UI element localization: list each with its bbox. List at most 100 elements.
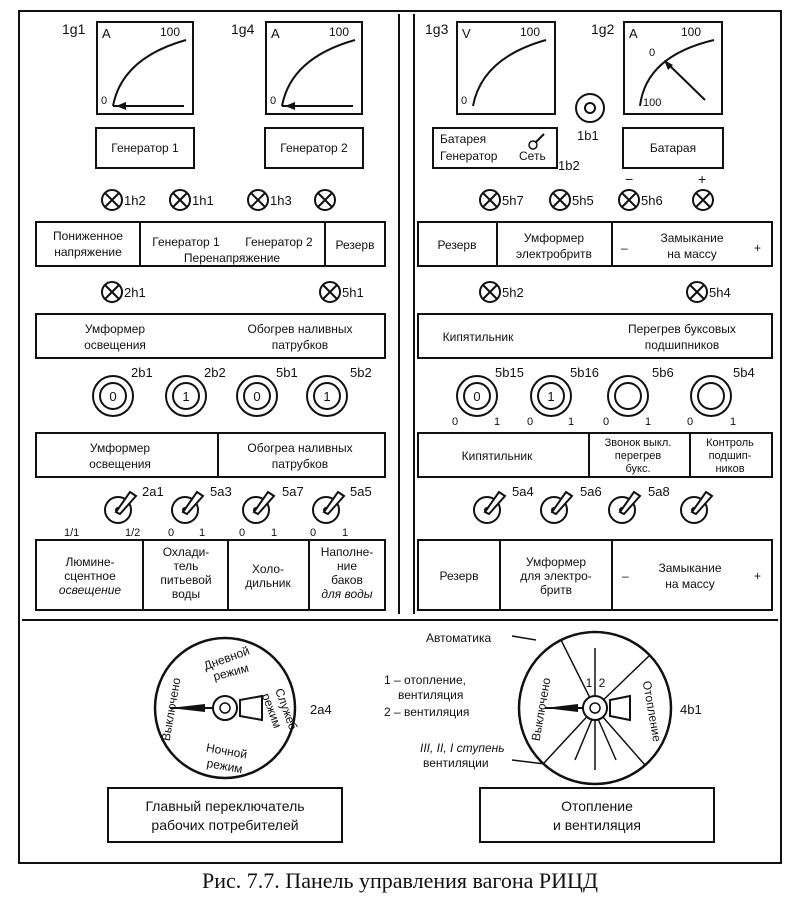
svg-text:ние: ние bbox=[337, 559, 357, 573]
svg-text:+: + bbox=[754, 241, 761, 255]
svg-text:сцентное: сцентное bbox=[64, 569, 116, 583]
button-5b4[interactable]: 5b4 0 1 bbox=[687, 365, 755, 428]
svg-text:на массу: на массу bbox=[665, 577, 715, 591]
toggle-5a4[interactable]: 5a4 bbox=[473, 484, 534, 524]
rotary-switch-2a4[interactable]: Дневной режим Служеб. режим Ночной режим… bbox=[153, 636, 332, 780]
svg-text:Батарея: Батарея bbox=[440, 132, 486, 146]
svg-text:0: 0 bbox=[603, 416, 609, 428]
svg-text:2: 2 bbox=[599, 676, 606, 690]
svg-text:на массу: на массу bbox=[667, 247, 717, 261]
svg-text:III, II, I ступень: III, II, I ступень bbox=[420, 741, 505, 755]
svg-text:подшипников: подшипников bbox=[645, 338, 720, 352]
legend: 1 – отопление, вентиляция 2 – вентиляция… bbox=[384, 631, 546, 770]
svg-text:A: A bbox=[102, 26, 111, 41]
toggle-5a6[interactable]: 5a6 bbox=[540, 484, 602, 524]
band-4-left: Люмине- сцентное освещение Охлади- тель … bbox=[35, 539, 386, 611]
svg-text:−: − bbox=[625, 171, 633, 187]
svg-text:1: 1 bbox=[645, 416, 651, 428]
svg-text:1 – отопление,: 1 – отопление, bbox=[384, 673, 466, 687]
svg-text:100: 100 bbox=[643, 97, 661, 109]
band-4-right: Резерв Умформер для электро- бритв – Зам… bbox=[417, 539, 773, 611]
button-5b2[interactable]: 1 5b2 bbox=[306, 365, 372, 417]
band-3-left: Умформер освещения Обогреа наливных патр… bbox=[35, 432, 386, 478]
button-5b16[interactable]: 1 5b16 0 1 bbox=[527, 365, 599, 428]
lamp-1h1: 1h1 bbox=[169, 189, 214, 211]
toggle-5a8[interactable]: 5a8 bbox=[608, 484, 670, 524]
figure-caption: Рис. 7.7. Панель управления вагона РИЦД bbox=[202, 868, 598, 893]
lamp-5h6: 5h6 − bbox=[618, 171, 663, 211]
svg-text:Умформер: Умформер bbox=[85, 322, 145, 336]
button-2b1[interactable]: 0 2b1 bbox=[92, 365, 153, 417]
svg-text:Генератор 1: Генератор 1 bbox=[152, 235, 220, 249]
meter-id: 1g1 bbox=[62, 21, 86, 37]
svg-text:для воды: для воды bbox=[321, 587, 372, 601]
svg-text:вентиляции: вентиляции bbox=[423, 756, 489, 770]
svg-text:100: 100 bbox=[160, 25, 180, 39]
svg-text:5a4: 5a4 bbox=[512, 484, 534, 499]
svg-text:0: 0 bbox=[461, 95, 467, 107]
toggle-2a1[interactable]: 2a1 1/1 1/2 bbox=[64, 484, 164, 539]
battery-switch-1b2[interactable]: Батарея Генератор Сеть 1b2 bbox=[432, 127, 580, 173]
button-5b15[interactable]: 0 5b15 0 1 bbox=[452, 365, 524, 428]
svg-text:Автоматика: Автоматика bbox=[426, 631, 492, 645]
band-3-right: Кипятильник Звонок выкл. перегрев букс. … bbox=[417, 432, 773, 478]
svg-text:Холо-: Холо- bbox=[252, 562, 284, 576]
lamp-1h2: 1h2 bbox=[101, 189, 146, 211]
svg-text:перегрев: перегрев bbox=[615, 450, 662, 462]
lamp-5h1: 5h1 bbox=[319, 281, 364, 303]
svg-text:1: 1 bbox=[199, 527, 205, 539]
svg-text:Перенапряжение: Перенапряжение bbox=[184, 251, 281, 265]
svg-text:5b4: 5b4 bbox=[733, 365, 755, 380]
svg-text:5b6: 5b6 bbox=[652, 365, 674, 380]
lamp-1h3: 1h3 bbox=[247, 189, 292, 211]
toggle-reserve[interactable] bbox=[680, 491, 713, 524]
knob-1b1[interactable]: 1b1 bbox=[575, 93, 605, 143]
svg-text:Сеть: Сеть bbox=[519, 149, 546, 163]
svg-text:напряжение: напряжение bbox=[54, 245, 122, 259]
svg-text:0: 0 bbox=[452, 416, 458, 428]
label-generator-1: Генератор 1 bbox=[95, 127, 195, 169]
lamp-5h7: 5h7 bbox=[479, 189, 524, 211]
label-battery: Батарая bbox=[622, 127, 724, 169]
band-2-right: Кипятильник Перегрев буксовых подшипнико… bbox=[417, 313, 773, 359]
svg-text:0: 0 bbox=[109, 389, 116, 404]
toggle-5a3[interactable]: 5a3 0 1 bbox=[168, 484, 232, 539]
svg-text:1g2: 1g2 bbox=[591, 21, 615, 37]
svg-text:Перегрев буксовых: Перегрев буксовых bbox=[628, 322, 736, 336]
lamp-5h5: 5h5 bbox=[549, 189, 594, 211]
button-2b2[interactable]: 1 2b2 bbox=[165, 365, 226, 417]
svg-text:5h7: 5h7 bbox=[502, 193, 524, 208]
svg-text:2a1: 2a1 bbox=[142, 484, 164, 499]
svg-text:воды: воды bbox=[172, 587, 200, 601]
svg-text:букс.: букс. bbox=[625, 463, 650, 475]
svg-text:0: 0 bbox=[527, 416, 533, 428]
svg-text:ников: ников bbox=[715, 463, 744, 475]
svg-text:Резерв: Резерв bbox=[438, 238, 477, 252]
svg-text:Обогреа наливных: Обогреа наливных bbox=[247, 441, 352, 455]
button-5b1[interactable]: 0 5b1 bbox=[236, 365, 298, 417]
svg-text:1b2: 1b2 bbox=[558, 158, 580, 173]
svg-text:Люмине-: Люмине- bbox=[66, 555, 115, 569]
svg-text:для электро-: для электро- bbox=[520, 569, 592, 583]
rotary-switch-4b1[interactable]: 1 2 Выключено Отопление 4b1 bbox=[517, 630, 702, 786]
box-heating-ventilation: Отопление и вентиляция bbox=[479, 787, 715, 843]
toggle-5a7[interactable]: 5a7 0 1 bbox=[239, 484, 304, 539]
svg-text:патрубков: патрубков bbox=[272, 338, 328, 352]
svg-text:Генератор 2: Генератор 2 bbox=[280, 141, 348, 155]
svg-text:A: A bbox=[271, 26, 280, 41]
toggle-5a5[interactable]: 5a5 0 1 bbox=[310, 484, 372, 539]
band-1-right: Резерв Умформер электробритв – Замыкание… bbox=[417, 221, 773, 267]
svg-text:Кипятильник: Кипятильник bbox=[462, 449, 533, 463]
svg-text:5b2: 5b2 bbox=[350, 365, 372, 380]
svg-text:и вентиляция: и вентиляция bbox=[553, 817, 641, 833]
svg-text:Замыкание: Замыкание bbox=[661, 231, 724, 245]
svg-text:1/2: 1/2 bbox=[125, 527, 140, 539]
svg-text:электробритв: электробритв bbox=[516, 247, 592, 261]
svg-text:2a4: 2a4 bbox=[310, 702, 332, 717]
svg-text:питьевой: питьевой bbox=[160, 573, 211, 587]
svg-text:Резерв: Резерв bbox=[336, 238, 375, 252]
svg-text:0: 0 bbox=[239, 527, 245, 539]
svg-text:0: 0 bbox=[649, 47, 655, 59]
button-5b6[interactable]: 5b6 0 1 bbox=[603, 365, 674, 428]
